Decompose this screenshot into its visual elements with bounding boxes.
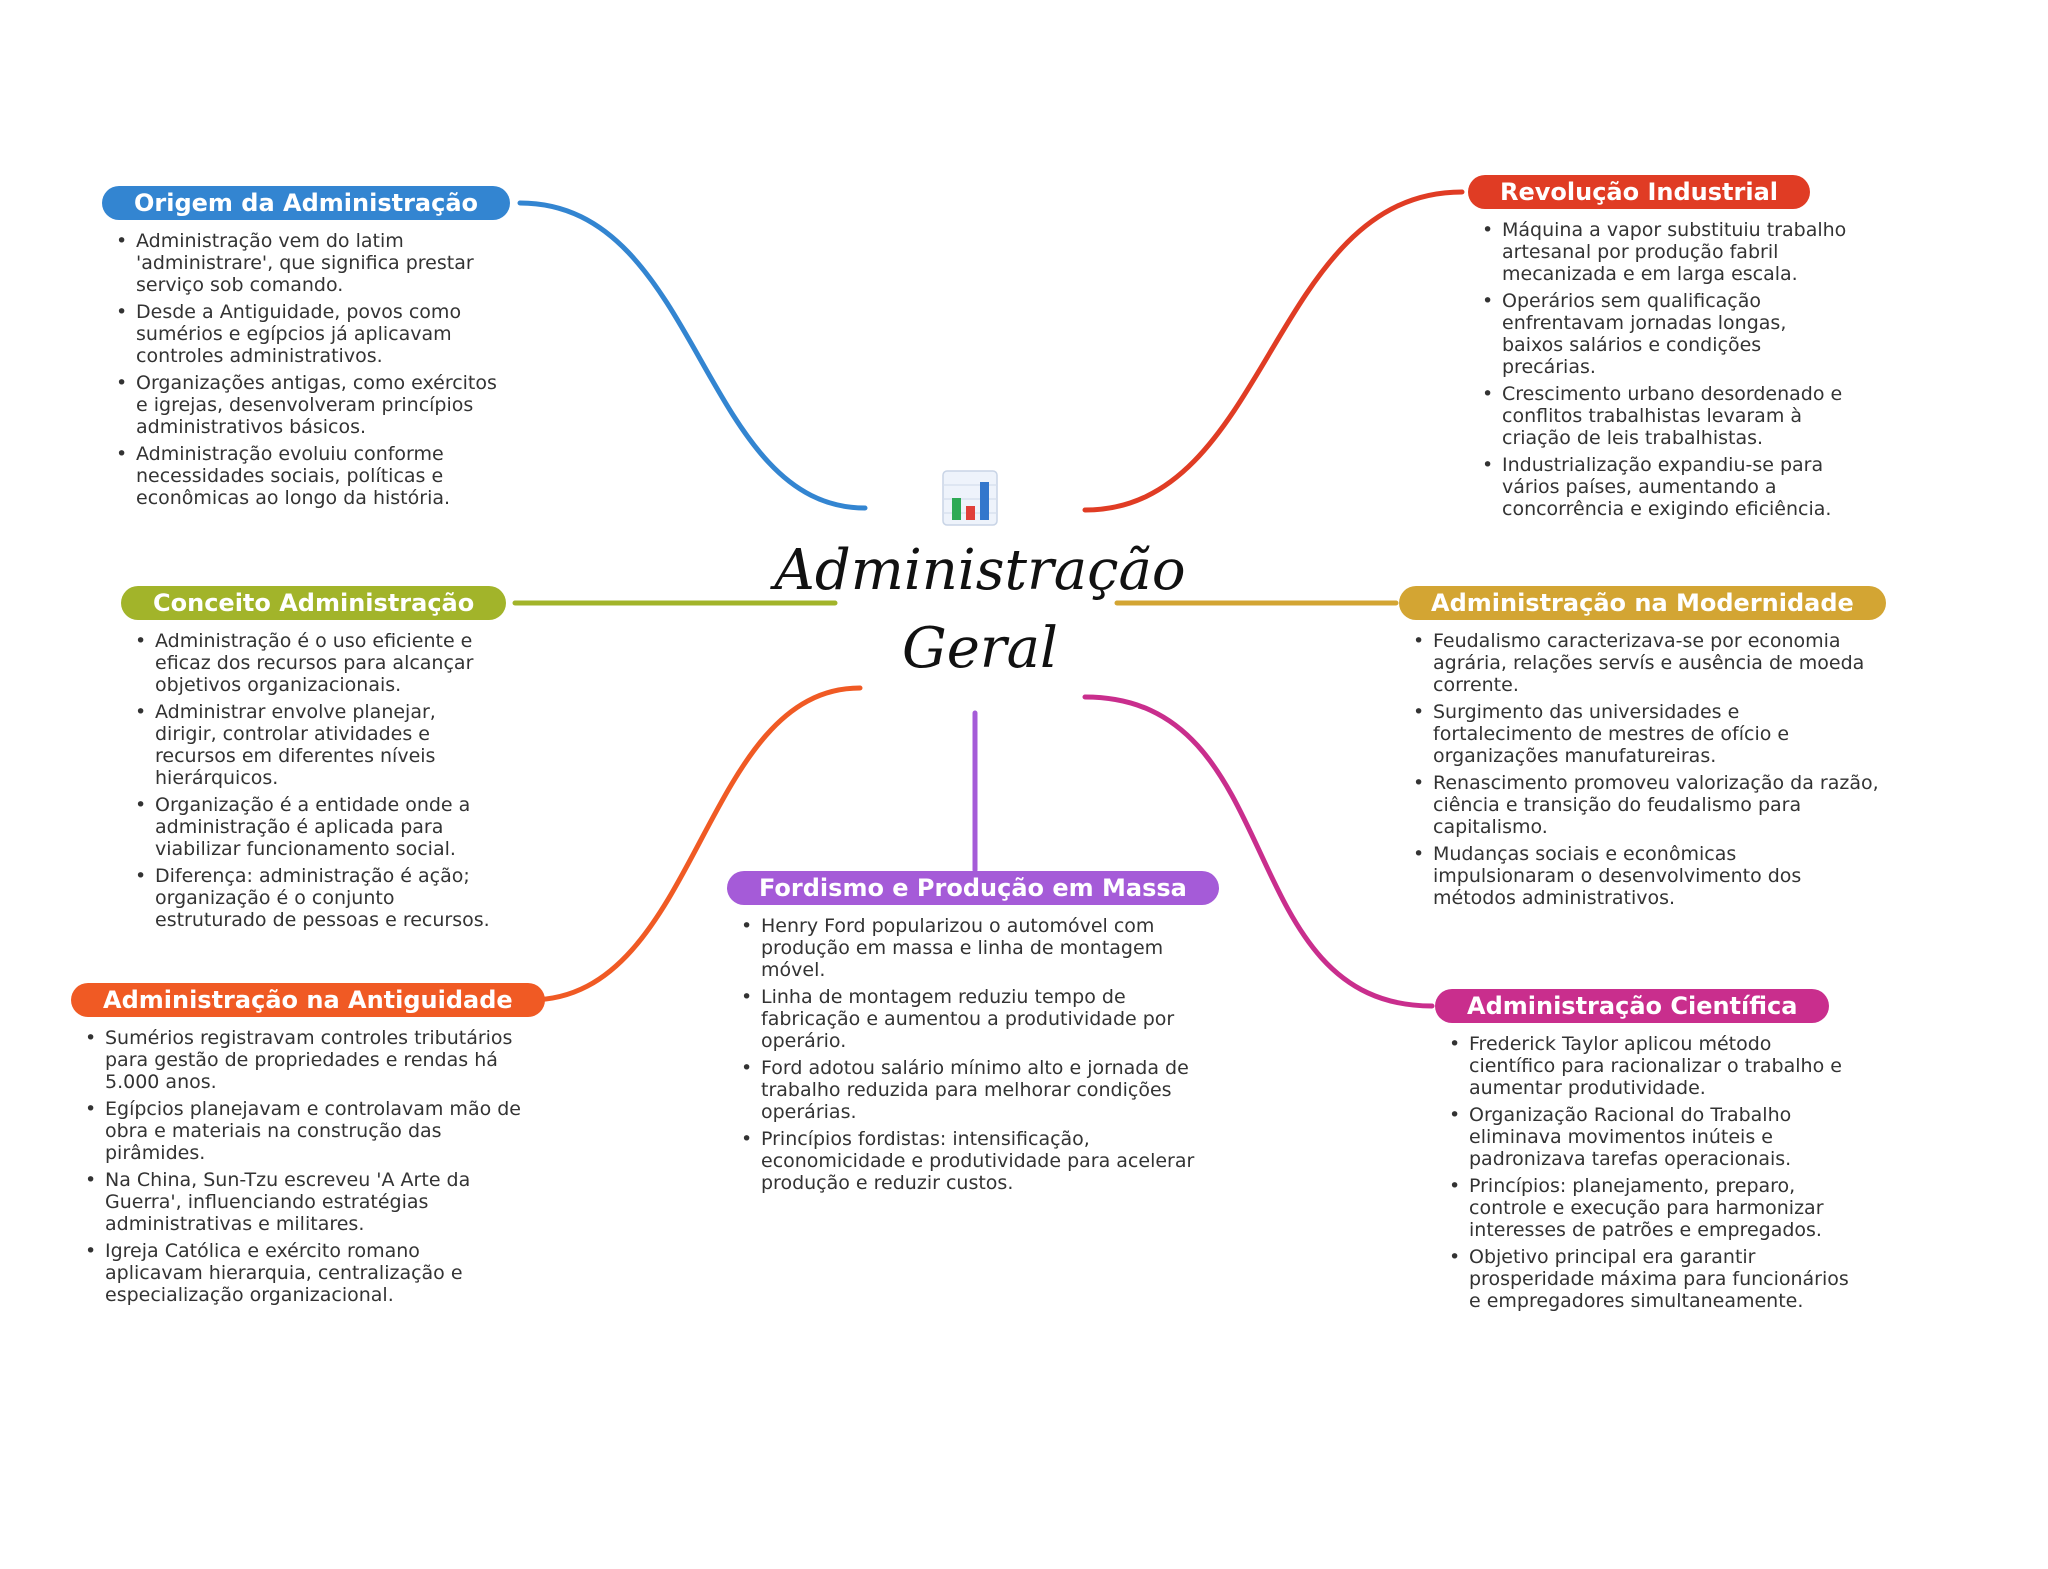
list-item: Administração evoluiu conforme necessida…	[112, 443, 502, 509]
list-item: Frederick Taylor aplicou método científi…	[1445, 1033, 1855, 1099]
branch-origem: Origem da Administração Administração ve…	[102, 186, 511, 514]
list-item: Objetivo principal era garantir prosperi…	[1445, 1246, 1855, 1312]
central-title-line2: Geral	[902, 616, 1058, 681]
list-item: Feudalismo caracterizava-se por economia…	[1409, 630, 1879, 696]
list-item: Operários sem qualificação enfrentavam j…	[1478, 290, 1848, 378]
list-item: Mudanças sociais e econômicas impulsiona…	[1409, 843, 1879, 909]
list-item: Linha de montagem reduziu tempo de fabri…	[737, 986, 1227, 1052]
list-item: Industrialização expandiu-se para vários…	[1478, 454, 1848, 520]
branch-cientifica: Administração Científica Frederick Taylo…	[1435, 989, 1855, 1317]
list-item: Igreja Católica e exército romano aplica…	[81, 1240, 521, 1306]
bar-chart-icon	[942, 470, 998, 526]
branch-title-conceito[interactable]: Conceito Administração	[121, 586, 507, 620]
central-topic-title: Administração Geral	[760, 532, 1200, 688]
branch-items-revolucao: Máquina a vapor substituiu trabalho arte…	[1468, 219, 1848, 520]
branch-items-origem: Administração vem do latim 'administrare…	[102, 230, 502, 509]
branch-fordismo: Fordismo e Produção em Massa Henry Ford …	[727, 871, 1227, 1199]
list-item: Administração vem do latim 'administrare…	[112, 230, 502, 296]
list-item: Surgimento das universidades e fortaleci…	[1409, 701, 1879, 767]
connector-antiguidade	[527, 685, 863, 1003]
list-item: Na China, Sun-Tzu escreveu 'A Arte da Gu…	[81, 1169, 521, 1235]
central-title-line1: Administração	[774, 538, 1186, 603]
branch-items-modernidade: Feudalismo caracterizava-se por economia…	[1399, 630, 1879, 909]
list-item: Desde a Antiguidade, povos como sumérios…	[112, 301, 502, 367]
branch-antiguidade: Administração na Antiguidade Sumérios re…	[71, 983, 545, 1311]
branch-title-revolucao[interactable]: Revolução Industrial	[1468, 175, 1810, 209]
branch-title-antiguidade[interactable]: Administração na Antiguidade	[71, 983, 545, 1017]
branch-title-modernidade[interactable]: Administração na Modernidade	[1399, 586, 1886, 620]
list-item: Henry Ford popularizou o automóvel com p…	[737, 915, 1227, 981]
list-item: Princípios: planejamento, preparo, contr…	[1445, 1175, 1855, 1241]
list-item: Princípios fordistas: intensificação, ec…	[737, 1128, 1227, 1194]
branch-title-cientifica[interactable]: Administração Científica	[1435, 989, 1830, 1023]
branch-title-fordismo[interactable]: Fordismo e Produção em Massa	[727, 871, 1219, 905]
branch-modernidade: Administração na Modernidade Feudalismo …	[1399, 586, 1886, 914]
list-item: Administrar envolve planejar, dirigir, c…	[131, 701, 501, 789]
connector-revolucao	[1082, 189, 1465, 513]
branch-title-origem[interactable]: Origem da Administração	[102, 186, 511, 220]
list-item: Administração é o uso eficiente e eficaz…	[131, 630, 501, 696]
branch-items-fordismo: Henry Ford popularizou o automóvel com p…	[727, 915, 1227, 1194]
list-item: Organizações antigas, como exércitos e i…	[112, 372, 502, 438]
branch-items-cientifica: Frederick Taylor aplicou método científi…	[1435, 1033, 1855, 1312]
list-item: Organização Racional do Trabalho elimina…	[1445, 1104, 1855, 1170]
connector-cientifica	[1082, 694, 1435, 1009]
list-item: Diferença: administração é ação; organiz…	[131, 865, 501, 931]
connector-origem	[517, 200, 868, 511]
list-item: Renascimento promoveu valorização da raz…	[1409, 772, 1879, 838]
list-item: Egípcios planejavam e controlavam mão de…	[81, 1098, 521, 1164]
list-item: Máquina a vapor substituiu trabalho arte…	[1478, 219, 1848, 285]
branch-revolucao: Revolução Industrial Máquina a vapor sub…	[1468, 175, 1848, 525]
list-item: Sumérios registravam controles tributári…	[81, 1027, 521, 1093]
branch-items-antiguidade: Sumérios registravam controles tributári…	[71, 1027, 521, 1306]
list-item: Organização é a entidade onde a administ…	[131, 794, 501, 860]
list-item: Ford adotou salário mínimo alto e jornad…	[737, 1057, 1227, 1123]
branch-items-conceito: Administração é o uso eficiente e eficaz…	[121, 630, 501, 931]
branch-conceito: Conceito Administração Administração é o…	[121, 586, 507, 936]
list-item: Crescimento urbano desordenado e conflit…	[1478, 383, 1848, 449]
